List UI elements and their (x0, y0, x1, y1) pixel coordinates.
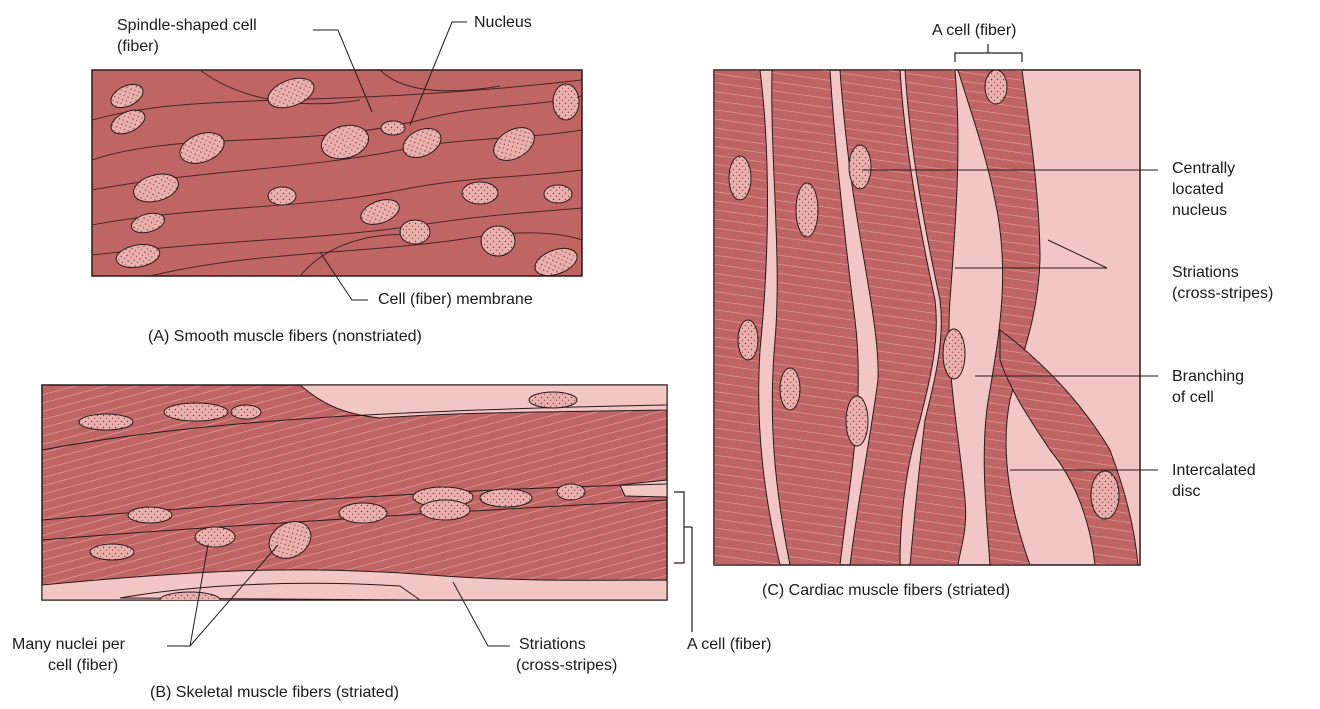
smooth-nucleus (381, 121, 405, 135)
smooth-nucleus (553, 84, 579, 120)
cardiac-nucleus (1091, 471, 1119, 519)
label-central-nucleus-line1: Centrally (1172, 158, 1235, 179)
skeletal-nucleus (164, 403, 228, 421)
skeletal-nucleus (90, 544, 134, 560)
label-skeletal-striations-line1: Striations (516, 634, 617, 655)
label-intercalated-disc: Intercalated disc (1172, 460, 1256, 502)
cardiac-nucleus (846, 396, 868, 446)
label-cardiac-striations: Striations (cross-stripes) (1172, 262, 1273, 304)
skeletal-nucleus (79, 414, 133, 430)
panel-b-skeletal-muscle (42, 385, 692, 632)
skeletal-nucleus (231, 405, 261, 419)
cardiac-nucleus (985, 70, 1007, 104)
panel-c-cardiac-muscle (714, 44, 1140, 565)
cardiac-nucleus (796, 183, 818, 237)
label-intercalated-disc-line2: disc (1172, 481, 1256, 502)
caption-panel-a: (A) Smooth muscle fibers (nonstriated) (148, 327, 422, 347)
label-intercalated-disc-line1: Intercalated (1172, 460, 1256, 481)
label-branching-line2: of cell (1172, 387, 1244, 408)
label-skeletal-striations-line2: (cross-stripes) (516, 655, 617, 676)
label-branching: Branching of cell (1172, 366, 1244, 408)
skeletal-nucleus (195, 527, 235, 547)
caption-panel-c: (C) Cardiac muscle fibers (striated) (762, 581, 1010, 601)
cardiac-nucleus (849, 145, 871, 189)
cardiac-nucleus (780, 368, 800, 410)
label-spindle-cell-line2: (fiber) (117, 36, 257, 57)
cardiac-nucleus (729, 156, 751, 200)
label-cardiac-striations-line1: Striations (1172, 262, 1273, 283)
label-skeletal-cell: A cell (fiber) (687, 634, 771, 655)
cardiac-nucleus (943, 329, 965, 379)
skeletal-nucleus (480, 489, 532, 507)
label-central-nucleus-line3: nucleus (1172, 200, 1235, 221)
skeletal-nucleus (339, 503, 387, 523)
smooth-nucleus (481, 226, 515, 256)
label-nucleus: Nucleus (474, 12, 532, 33)
label-many-nuclei: Many nuclei per cell (fiber) (12, 634, 125, 676)
skeletal-nucleus (557, 484, 585, 500)
label-central-nucleus: Centrally located nucleus (1172, 158, 1235, 221)
label-cardiac-cell: A cell (fiber) (932, 20, 1016, 41)
smooth-nucleus (462, 182, 498, 204)
smooth-nucleus (400, 220, 430, 244)
label-many-nuclei-line1: Many nuclei per (12, 634, 125, 655)
skeletal-nucleus (420, 500, 470, 520)
cardiac-cell-bracket (955, 53, 1022, 62)
skeletal-nucleus (529, 392, 577, 408)
panel-a-smooth-muscle (92, 70, 582, 281)
smooth-nucleus (544, 185, 572, 203)
label-branching-line1: Branching (1172, 366, 1244, 387)
skeletal-cell-bracket (674, 492, 684, 563)
label-spindle-cell-line1: Spindle-shaped cell (117, 15, 257, 36)
label-skeletal-striations: Striations (cross-stripes) (516, 634, 617, 676)
skeletal-nucleus (160, 592, 220, 608)
smooth-nucleus (268, 187, 296, 205)
label-cell-membrane: Cell (fiber) membrane (378, 289, 533, 310)
label-spindle-cell: Spindle-shaped cell (fiber) (117, 15, 257, 57)
skeletal-nucleus (128, 507, 172, 523)
caption-panel-b: (B) Skeletal muscle fibers (striated) (150, 683, 399, 703)
label-cardiac-striations-line2: (cross-stripes) (1172, 283, 1273, 304)
label-central-nucleus-line2: located (1172, 179, 1235, 200)
cardiac-nucleus (738, 320, 758, 360)
label-many-nuclei-line2: cell (fiber) (12, 655, 125, 676)
